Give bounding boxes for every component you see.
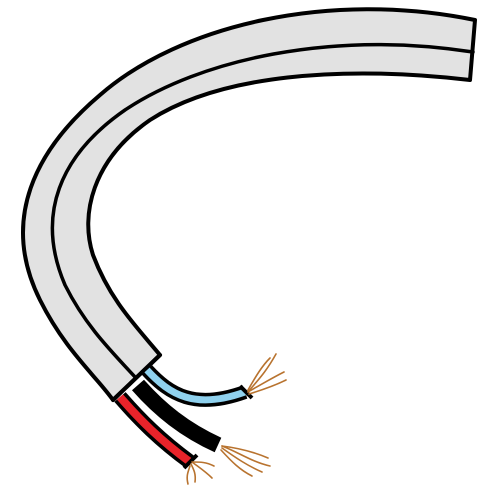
- neutral-core: [131, 379, 222, 453]
- sheath-seam: [50, 43, 475, 380]
- earth-core-insulation: [144, 367, 247, 404]
- earth-core-end: [238, 384, 254, 400]
- earth-copper-strands: [247, 353, 287, 395]
- live-core-end: [182, 453, 199, 470]
- neutral-copper-strands: [220, 445, 271, 477]
- sheath-cut-end: [111, 353, 162, 402]
- live-core-insulation: [116, 394, 193, 466]
- live-copper-strands: [186, 461, 215, 485]
- cable-sheath: [21, 7, 477, 402]
